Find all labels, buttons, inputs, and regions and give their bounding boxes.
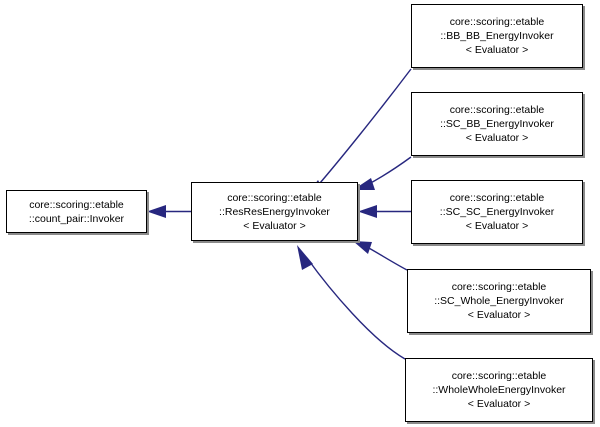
node-label-line1: core::scoring::etable [451,281,547,293]
node-label-line1: core::scoring::etable [449,104,545,116]
node-template-param: < Evaluator > [467,398,531,410]
node-label-line1: core::scoring::etable [449,16,545,28]
node-template-param: < Evaluator > [465,132,529,144]
node-label-line2: ::SC_SC_EnergyInvoker [439,206,555,218]
edge-sc-bb-to-center [353,156,412,190]
edge-bb-bb-to-center [303,68,412,200]
node-sc-sc-energy-invoker[interactable]: core::scoring::etable ::SC_SC_EnergyInvo… [411,180,583,244]
node-label-line2: ::SC_BB_EnergyInvoker [440,118,554,130]
edge-center-to-base [147,205,191,218]
node-bb-bb-energy-invoker[interactable]: core::scoring::etable ::BB_BB_EnergyInvo… [411,4,583,68]
node-label-line2: ::count_pair::Invoker [28,212,125,225]
node-label-line2: ::BB_BB_EnergyInvoker [440,30,554,42]
node-wholewhole-energy-invoker[interactable]: core::scoring::etable ::WholeWholeEnergy… [405,358,593,422]
node-label-line2: ::ResResEnergyInvoker [219,205,330,218]
node-label-line1: core::scoring::etable [29,198,124,211]
node-template-param: < Evaluator > [465,220,529,232]
edge-sc-whole-to-center [353,241,408,271]
edge-sc-sc-to-center [358,205,411,218]
edge-wholewhole-to-center [297,245,406,360]
node-sc-bb-energy-invoker[interactable]: core::scoring::etable ::SC_BB_EnergyInvo… [411,92,583,156]
node-label-line1: core::scoring::etable [449,192,545,204]
node-template-param: < Evaluator > [465,44,529,56]
node-template-param: < Evaluator > [467,309,531,321]
node-sc-whole-energy-invoker[interactable]: core::scoring::etable ::SC_Whole_EnergyI… [407,269,591,333]
node-label-line1: core::scoring::etable [227,191,322,204]
node-label-line2: ::WholeWholeEnergyInvoker [432,384,566,396]
node-count-pair-invoker[interactable]: core::scoring::etable ::count_pair::Invo… [6,190,147,233]
node-label-line2: ::SC_Whole_EnergyInvoker [434,295,564,307]
node-label-line1: core::scoring::etable [451,370,547,382]
node-template-param: < Evaluator > [243,219,306,232]
node-resres-energy-invoker[interactable]: core::scoring::etable ::ResResEnergyInvo… [191,182,358,241]
